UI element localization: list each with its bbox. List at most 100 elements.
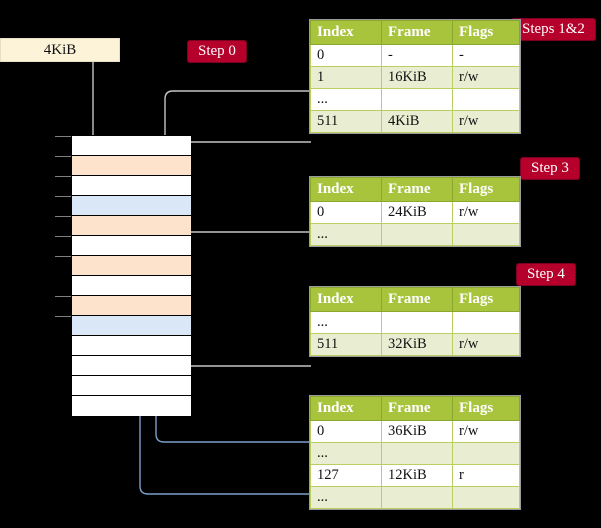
table-cell-index: 127 [310,464,382,487]
table-row: ... [310,88,520,111]
memory-frame-row [72,276,191,296]
step-label-step-4: Step 4 [517,264,575,285]
table-cell-frame: 36KiB [381,420,453,443]
table-cell-index: 511 [310,333,382,356]
table-cell-index: ... [310,223,382,246]
memory-row-tick [55,216,71,217]
memory-row-tick [55,136,71,137]
memory-frame-row [72,296,191,316]
memory-frame-row [72,176,191,196]
table-cell-flags [452,223,520,246]
table-cell-frame: 12KiB [381,464,453,487]
source-frame-box: 4KiB [0,38,120,62]
memory-row-tick [55,256,71,257]
table-row: ... [310,442,520,465]
table-cell-index: 0 [310,201,382,224]
column-header-index: Index [310,287,382,312]
memory-frame-row [72,136,191,156]
table-cell-frame [381,486,453,509]
memory-row-tick [55,296,71,297]
step-label-text: Step 4 [527,266,565,282]
column-header-frame: Frame [381,396,453,421]
step-label-steps-1-2: Steps 1&2 [512,19,595,40]
memory-frame-row [72,196,191,216]
memory-frame-row [72,356,191,376]
memory-frame-row [72,256,191,276]
column-header-index: Index [310,20,382,45]
step-label-step-0: Step 0 [188,41,246,62]
step-label-text: Steps 1&2 [522,21,585,37]
table-cell-frame [381,223,453,246]
memory-frame-row [72,156,191,176]
memory-frame-row [72,316,191,336]
column-header-flags: Flags [452,20,520,45]
column-header-index: Index [310,177,382,202]
table-cell-index: 0 [310,44,382,67]
table-cell-flags: r/w [452,420,520,443]
table-cell-frame: 16KiB [381,66,453,89]
table-cell-flags: - [452,44,520,67]
memory-frame-row [72,216,191,236]
table-row: ... [310,311,520,334]
table-cell-index: ... [310,442,382,465]
table-cell-flags [452,88,520,111]
step-label-step-3: Step 3 [521,158,579,179]
table-cell-index: ... [310,88,382,111]
memory-row-tick [55,196,71,197]
memory-frame-row [72,236,191,256]
table-cell-flags: r [452,464,520,487]
table-cell-frame [381,311,453,334]
column-header-index: Index [310,396,382,421]
physical-memory-column [71,135,191,416]
table-cell-flags: r/w [452,66,520,89]
table-cell-frame: 32KiB [381,333,453,356]
table-row: ... [310,223,520,246]
table-cell-index: ... [310,311,382,334]
column-header-flags: Flags [452,396,520,421]
table-cell-flags [452,442,520,465]
column-header-frame: Frame [381,177,453,202]
memory-frame-row [72,336,191,356]
column-header-flags: Flags [452,177,520,202]
table-cell-frame: 24KiB [381,201,453,224]
table-cell-index: 1 [310,66,382,89]
step-label-text: Step 3 [531,160,569,176]
step-label-text: Step 0 [198,43,236,59]
column-header-frame: Frame [381,20,453,45]
table-cell-flags [452,486,520,509]
table-cell-frame: 4KiB [381,110,453,133]
table-cell-index: ... [310,486,382,509]
table-cell-frame [381,88,453,111]
table-cell-index: 0 [310,420,382,443]
memory-row-tick [55,316,71,317]
table-cell-flags: r/w [452,201,520,224]
memory-frame-row [72,376,191,396]
table-row: 0-- [310,44,520,67]
column-header-flags: Flags [452,287,520,312]
table-row: ... [310,486,520,509]
column-header-frame: Frame [381,287,453,312]
table-cell-flags: r/w [452,333,520,356]
memory-frame-row [72,396,191,416]
memory-row-tick [55,176,71,177]
table-cell-flags: r/w [452,110,520,133]
source-frame-label: 4KiB [43,41,77,58]
memory-row-tick [55,156,71,157]
table-cell-frame: - [381,44,453,67]
table-cell-frame [381,442,453,465]
